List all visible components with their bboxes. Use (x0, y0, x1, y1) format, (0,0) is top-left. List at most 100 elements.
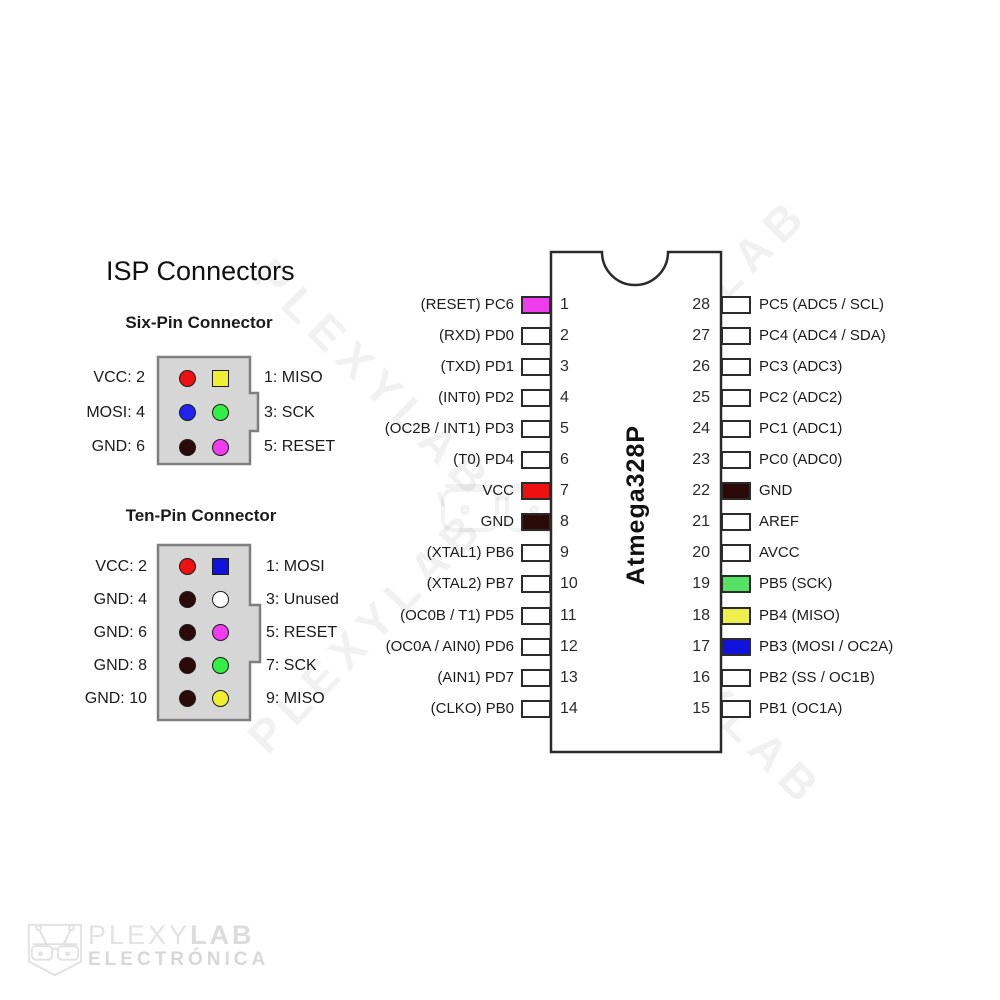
chip-pin-pad (521, 544, 551, 563)
brand-name-light: PLEXY (88, 920, 191, 950)
chip-pin-label: (OC0B / T1) PD5 (400, 606, 514, 624)
chip-pin-number: 12 (560, 637, 578, 655)
connector-pin-label: 3: SCK (264, 403, 315, 421)
chip-pin-pad (721, 699, 751, 718)
chip-pin-number: 13 (560, 668, 578, 686)
connector-pin-label: VCC: 2 (95, 557, 147, 575)
brand-subtitle: ELECTRÓNICA (88, 949, 270, 970)
connector-pin (178, 404, 196, 421)
chip-pin-label: (XTAL2) PB7 (426, 575, 514, 593)
chip-pin-label: GND (759, 482, 793, 500)
page-title: ISP Connectors (106, 256, 295, 286)
brand-name-bold: LAB (190, 920, 255, 950)
connector-pin (178, 558, 196, 575)
six-pin-title: Six-Pin Connector (125, 313, 273, 332)
chip-pin-number: 27 (692, 326, 710, 344)
chip-pin-number: 6 (560, 451, 569, 468)
chip-pin-pad (521, 606, 551, 625)
chip-pin-number: 26 (692, 357, 710, 375)
connector-pin (178, 591, 196, 608)
chip-pin-number: 25 (692, 388, 710, 406)
chip-name: Atmega328P (622, 424, 650, 586)
chip-pin-pad (721, 606, 751, 625)
chip-pin-label: (RXD) PD0 (438, 326, 514, 344)
chip-pin-label: PC2 (ADC2) (759, 388, 843, 406)
chip-pin-number: 23 (692, 451, 710, 468)
chip-pin-pad (721, 419, 751, 438)
connector-pin-label: 5: RESET (266, 623, 338, 641)
chip-pin-number: 8 (560, 513, 569, 531)
brand-logo-icon (27, 923, 83, 977)
connector-pin (178, 657, 196, 674)
chip-pin-label: PC3 (ADC3) (759, 357, 843, 375)
chip-pin-number: 7 (560, 482, 569, 500)
chip-pin-label: PC4 (ADC4 / SDA) (759, 326, 886, 344)
connector-pin (178, 624, 196, 641)
chip-pin-pad (521, 575, 551, 594)
connector-pin-label: GND: 6 (91, 438, 145, 455)
chip-pin-label: GND (480, 513, 514, 531)
chip-pin-number: 10 (560, 575, 578, 593)
chip-pin-number: 16 (692, 668, 710, 686)
chip-pin-pad (521, 419, 551, 438)
ten-pin-title: Ten-Pin Connector (125, 506, 277, 525)
chip-pin-number: 17 (692, 637, 710, 655)
connector-pin-label: 9: MISO (266, 689, 325, 707)
chip-pin-label: PC0 (ADC0) (759, 451, 843, 468)
chip-pin-pad (521, 295, 551, 314)
chip-pin-label: PB3 (MOSI / OC2A) (759, 637, 894, 655)
chip-pin-pad (721, 575, 751, 594)
chip-pin-pad (721, 388, 751, 407)
connector-pin (211, 657, 229, 674)
connector-pin-label: MOSI: 4 (86, 403, 145, 421)
chip-pin-label: (AIN1) PD7 (437, 668, 514, 686)
chip-pin-number: 3 (560, 357, 569, 375)
chip-pin-number: 28 (692, 295, 710, 313)
chip-pin-number: 4 (560, 388, 569, 406)
connector-pin (211, 369, 229, 387)
connector-pin-label: GND: 8 (93, 656, 147, 674)
chip-pin-number: 1 (560, 295, 569, 313)
chip-pin-pad (521, 388, 551, 407)
chip-pin-number: 19 (692, 575, 710, 593)
chip-pin-pad (521, 326, 551, 345)
chip-pin-label: AVCC (759, 544, 800, 562)
chip-pin-label: (RESET) PC6 (420, 295, 514, 313)
connector-pin (211, 558, 229, 575)
chip-pin-label: PC5 (ADC5 / SCL) (759, 295, 885, 313)
chip-pin-pad (721, 637, 751, 656)
connector-pin (211, 690, 229, 707)
connector-pin-label: 3: Unused (266, 590, 339, 608)
chip-pin-number: 2 (560, 326, 569, 344)
chip-pin-label: (XTAL1) PB6 (426, 544, 514, 562)
connector-pin (178, 690, 196, 707)
connector-pin (211, 438, 229, 456)
chip-pin-number: 5 (560, 419, 569, 437)
connector-pin-label: 1: MOSI (266, 557, 325, 575)
chip-pin-pad (721, 295, 751, 314)
chip-pin-number: 9 (560, 544, 569, 562)
chip-pin-label: PB1 (OC1A) (759, 699, 843, 717)
chip-pin-pad (721, 668, 751, 687)
chip-pin-pad (521, 637, 551, 656)
chip-pin-number: 15 (692, 699, 710, 717)
chip-pin-label: VCC (482, 482, 514, 500)
chip-pin-pad (521, 482, 551, 501)
chip-pin-number: 14 (560, 699, 578, 717)
connector-pin-label: VCC: 2 (93, 369, 145, 386)
chip-pin-label: (TXD) PD1 (440, 357, 514, 375)
ten-pin-connector-body (156, 543, 262, 722)
chip-pin-pad (521, 451, 551, 469)
chip-pin-label: (OC2B / INT1) PD3 (384, 419, 514, 437)
chip-pin-label: (OC0A / AIN0) PD6 (385, 637, 514, 655)
connector-pin (178, 369, 196, 387)
chip-pin-pad (521, 513, 551, 532)
chip-pin-pad (721, 513, 751, 532)
chip-pin-number: 24 (692, 419, 710, 437)
chip-pin-label: AREF (759, 513, 800, 531)
chip-pin-pad (721, 451, 751, 469)
chip-pin-label: (T0) PD4 (453, 451, 514, 468)
chip-pin-pad (721, 357, 751, 376)
connector-pin (211, 591, 229, 608)
